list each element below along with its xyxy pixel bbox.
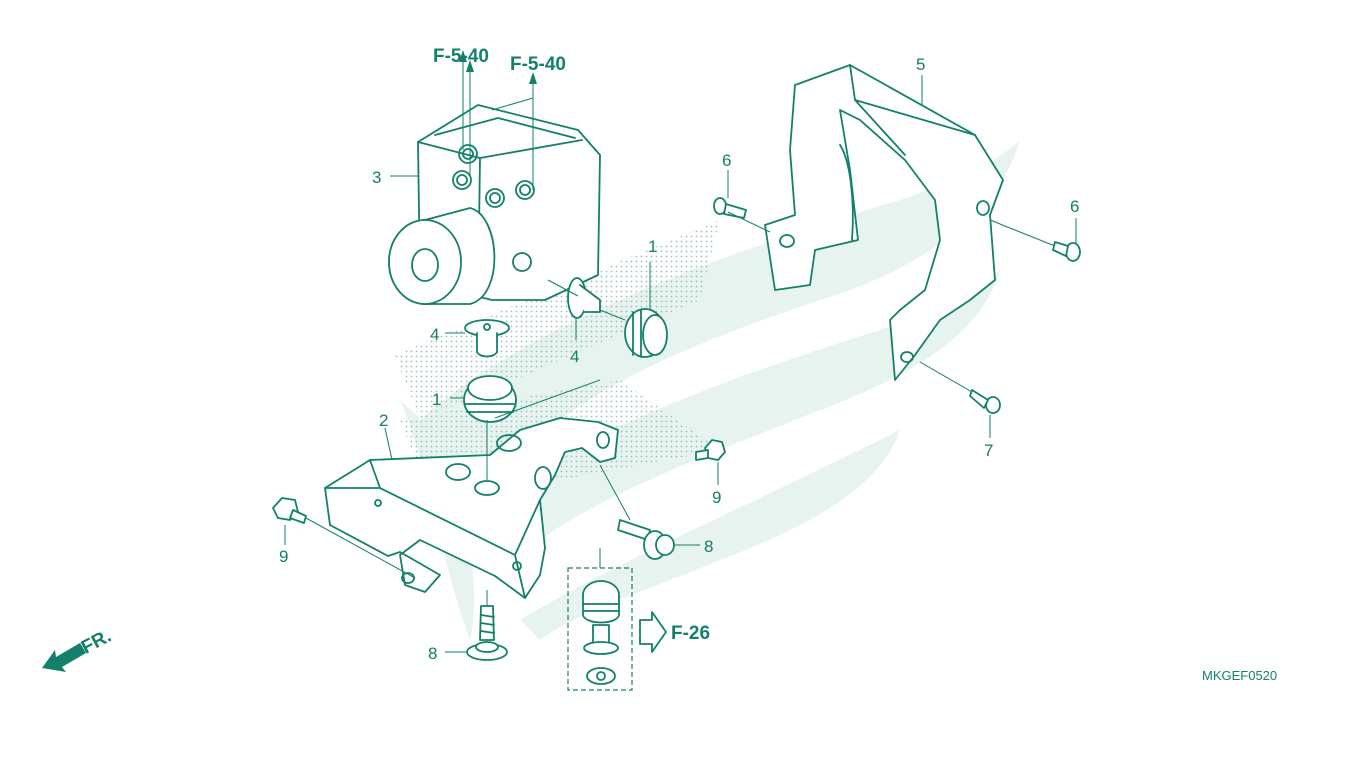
callout-7: 7 [984, 441, 993, 460]
callout-2: 2 [379, 411, 388, 430]
goto-arrow-icon [639, 611, 667, 653]
rubber-mount-1b [624, 308, 668, 358]
abs-bracket [324, 417, 619, 599]
screw-7 [969, 389, 1001, 414]
leader-lines [284, 60, 1077, 653]
callout-9a: 9 [279, 547, 288, 566]
callout-6a: 6 [722, 151, 731, 170]
bolt-8b [466, 605, 508, 661]
callout-5: 5 [916, 55, 925, 74]
abs-cover [764, 64, 1004, 381]
bolt-8a [617, 519, 675, 560]
callout-6b: 6 [1070, 197, 1079, 216]
callout-labels: 3 4 4 1 1 2 5 6 6 7 8 8 9 9 [279, 55, 1079, 663]
rubber-mount-1a [463, 375, 517, 423]
bolt-6a [713, 197, 747, 219]
reference-f-26[interactable]: F-26 [671, 623, 710, 644]
lower-mount-assembly [567, 567, 633, 691]
bolt-6b [1052, 241, 1081, 262]
callout-8b: 8 [428, 644, 437, 663]
reference-f-5-40-left[interactable]: F-5-40 [433, 46, 489, 67]
diagram-code: MKGEF0520 [1202, 668, 1277, 683]
callout-1a: 1 [648, 237, 657, 256]
mounting-collar-4b [567, 277, 601, 319]
front-direction-arrow-icon [42, 643, 86, 672]
abs-modulator-unit [388, 104, 601, 305]
callout-8a: 8 [704, 537, 713, 556]
callout-1b: 1 [432, 390, 441, 409]
callout-4a: 4 [430, 325, 439, 344]
bolt-9a [272, 497, 307, 524]
reference-f-5-40-right[interactable]: F-5-40 [510, 54, 566, 75]
callout-4b: 4 [570, 347, 579, 366]
reference-arrows [459, 50, 537, 84]
mounting-collar-4a [464, 319, 510, 358]
callout-3: 3 [372, 168, 381, 187]
bolt-9b [695, 439, 726, 461]
callout-9b: 9 [712, 488, 721, 507]
